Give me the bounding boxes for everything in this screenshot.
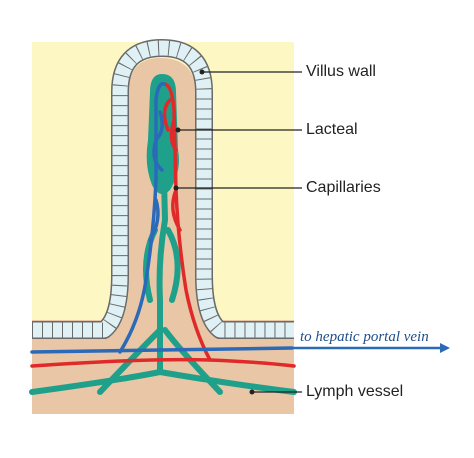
arrowhead bbox=[440, 343, 450, 353]
capillaries-red bbox=[30, 82, 296, 368]
label-lymph-vessel: Lymph vessel bbox=[306, 383, 404, 400]
villus-wall-cells bbox=[32, 40, 294, 338]
label-lacteal: Lacteal bbox=[306, 121, 358, 138]
label-villus-wall: Villus wall bbox=[306, 63, 376, 80]
label-capillaries: Capillaries bbox=[306, 179, 381, 196]
label-portal-vein: to hepatic portal vein bbox=[300, 329, 429, 345]
leader-dot-lacteal bbox=[175, 127, 181, 133]
leader-dot-lymph-vessel bbox=[249, 389, 255, 395]
leader-dot-villus-wall bbox=[199, 69, 205, 75]
capillaries-blue bbox=[30, 82, 294, 354]
leader-dot-capillaries bbox=[173, 185, 179, 191]
